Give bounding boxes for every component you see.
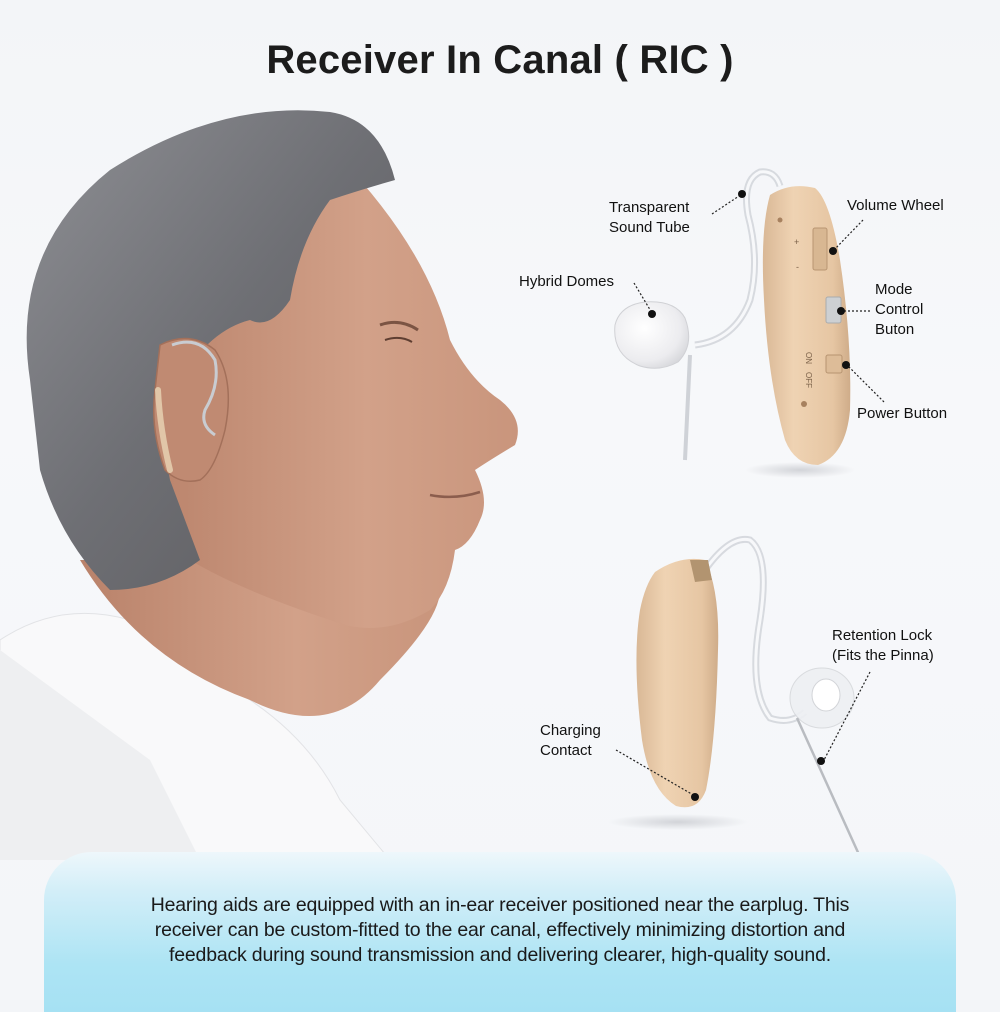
label-charging-contact: Charging Contact [540,721,601,761]
description-panel [44,852,956,1012]
minus-marking: - [796,262,799,272]
label-line: Mode [875,281,913,298]
label-power-button: Power Button [857,405,948,422]
plus-marking: + [794,237,799,247]
label-line: Control [875,301,924,318]
description-line: feedback during sound transmission and d… [169,944,831,966]
label-line: (Fits the Pinna) [832,647,934,664]
description-line: receiver can be custom-fitted to the ear… [154,919,846,941]
man-wearing-hearing-aid-image [0,110,518,860]
label-transparent-sound-tube: Transparent Sound Tube [609,198,690,238]
on-marking: ON [804,352,813,364]
description-line: Hearing aids are equipped with an in-ear… [150,894,850,916]
page-title: Receiver In Canal ( RIC ) [266,38,734,82]
label-mode-control-button: Mode Control Buton [875,280,923,340]
label-retention-lock: Retention Lock (Fits the Pinna) [832,626,934,666]
off-marking: OFF [804,372,813,388]
label-line: Retention Lock [832,627,933,644]
label-volume-wheel: Volume Wheel [847,197,944,214]
label-line: Contact [540,742,592,759]
label-line: Charging [540,722,601,739]
description-text: Hearing aids are equipped with an in-ear… [64,893,936,968]
label-hybrid-domes: Hybrid Domes [519,273,615,290]
label-line: Transparent [609,199,690,216]
label-line: Buton [875,321,915,338]
label-line: Sound Tube [609,219,690,236]
